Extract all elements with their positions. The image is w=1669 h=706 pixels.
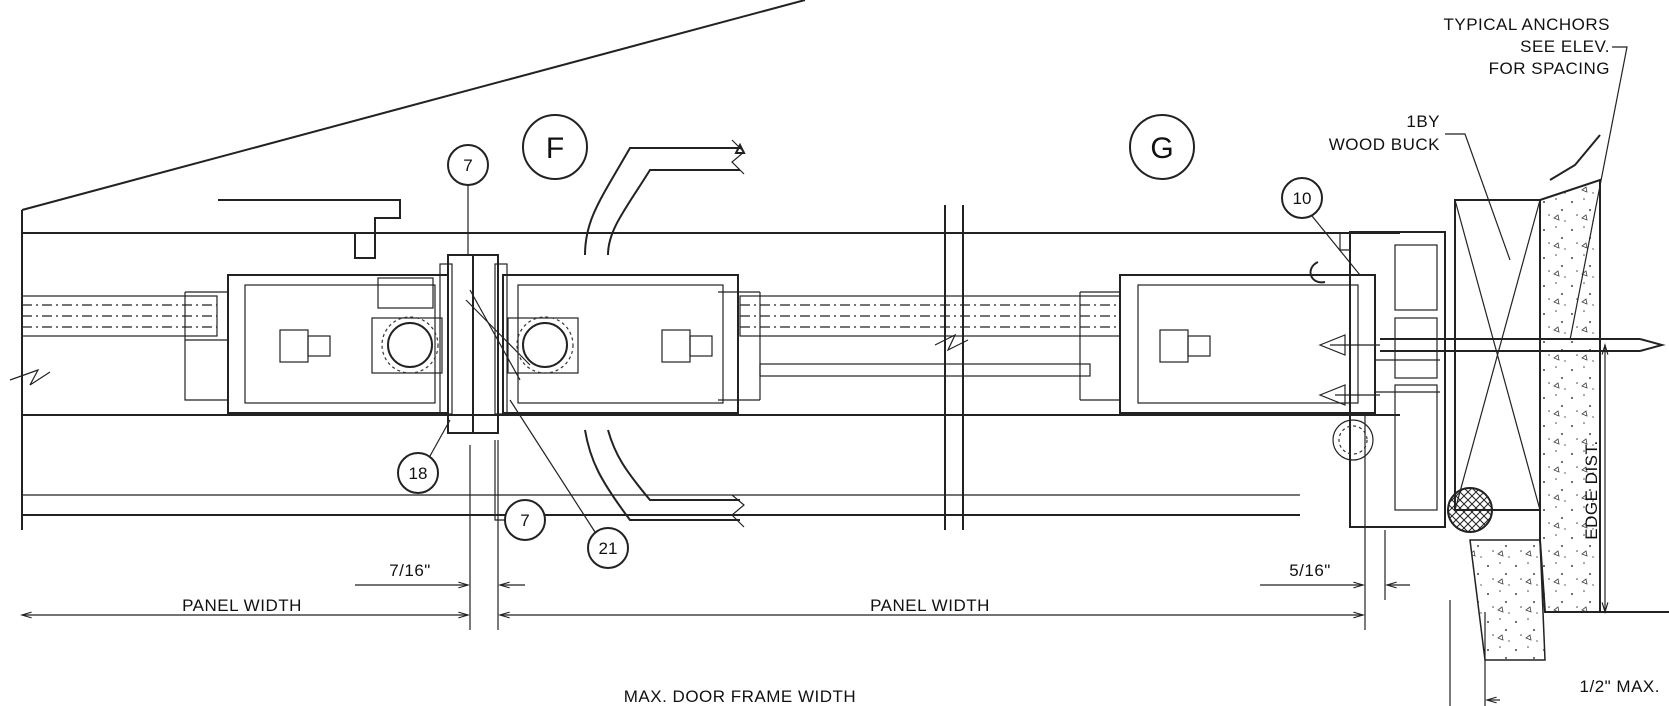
meeting-stile <box>439 254 531 434</box>
overhead-slope-line <box>21 0 806 211</box>
panel-marker-g-label: G <box>1150 132 1173 165</box>
wood-buck-leader <box>1445 133 1511 261</box>
edge-dist-label: EDGE DIST. <box>1582 440 1601 539</box>
callout-7-top-label: 7 <box>463 156 472 175</box>
callout-10: 10 <box>1281 177 1361 276</box>
callout-18: 18 <box>397 419 451 494</box>
concrete-wall <box>1469 134 1669 661</box>
panel-marker-f: F <box>522 114 588 180</box>
pull-handle-break-bottom <box>731 494 745 528</box>
half-inch-max-dimension: 1/2" MAX. <box>1484 612 1660 706</box>
edge-dist-dimension: EDGE DIST. <box>1582 342 1609 615</box>
wood-buck <box>1454 199 1541 511</box>
wood-buck-label-1: 1BY <box>1406 112 1440 131</box>
glass-lite-left <box>21 295 218 337</box>
jamb-frame <box>1309 231 1446 528</box>
pull-handle-bottom <box>584 429 740 521</box>
panel-marker-g: G <box>1129 114 1195 180</box>
panel-width-right-label: PANEL WIDTH <box>870 596 990 615</box>
glass-lite-center <box>739 295 1121 377</box>
gap-right-label: 5/16" <box>1289 561 1331 580</box>
sealant-bead <box>1447 487 1493 533</box>
panel-width-left-dimension: PANEL WIDTH <box>19 445 471 630</box>
wood-buck-label-2: WOOD BUCK <box>1329 135 1440 154</box>
pull-handle-break-top <box>731 139 745 175</box>
max-frame-width-dimension: MAX. DOOR FRAME WIDTH <box>624 600 1451 706</box>
typical-anchors-label-1: TYPICAL ANCHORS <box>1443 15 1610 34</box>
typical-anchors-label-3: FOR SPACING <box>1489 59 1610 78</box>
callout-18-label: 18 <box>409 464 428 483</box>
break-line-left <box>9 368 51 386</box>
callout-7-top: 7 <box>447 144 489 255</box>
max-frame-width-label: MAX. DOOR FRAME WIDTH <box>624 687 856 706</box>
panel-f-frame <box>184 199 449 414</box>
callout-7-bottom: 7 <box>494 440 546 541</box>
half-inch-max-label: 1/2" MAX. <box>1580 677 1660 696</box>
callout-10-label: 10 <box>1293 189 1312 208</box>
panel-g-frame <box>1079 274 1376 414</box>
callout-7-bottom-label: 7 <box>520 511 529 530</box>
typical-anchors-leader <box>1569 46 1628 341</box>
lever-handle-left <box>218 199 401 259</box>
pull-handle <box>584 142 746 256</box>
jamb-fasteners <box>1318 344 1380 406</box>
panel-marker-f-label: F <box>546 132 564 165</box>
callout-21-label: 21 <box>599 539 618 558</box>
gap-left-label: 7/16" <box>389 561 431 580</box>
panel-meeting-right-frame <box>502 274 761 414</box>
typical-anchors-label-2: SEE ELEV. <box>1520 37 1610 56</box>
callout-21: 21 <box>509 399 629 569</box>
panel-width-left-label: PANEL WIDTH <box>182 596 302 615</box>
gap-left-dimension: 7/16" <box>355 561 525 589</box>
panel-width-right-dimension: PANEL WIDTH <box>497 415 1366 630</box>
gap-right-dimension: 5/16" <box>1260 530 1410 600</box>
